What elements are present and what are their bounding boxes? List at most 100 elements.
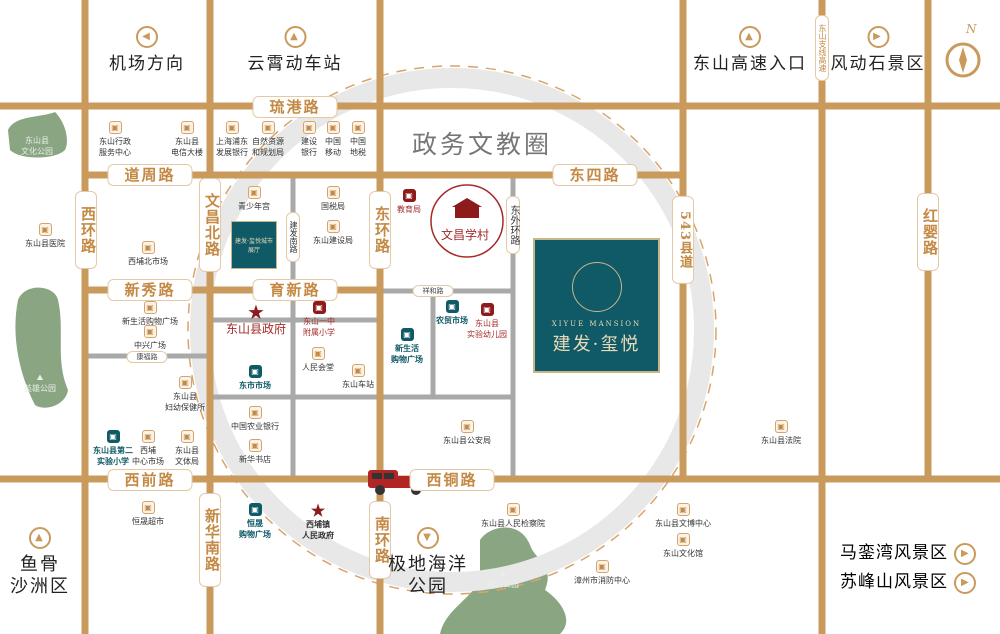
poi-icon: ▣ bbox=[595, 560, 609, 573]
poi-item[interactable]: ▣东山县妇幼保健所 bbox=[165, 376, 205, 413]
poi-item[interactable]: ▣中国地税 bbox=[350, 121, 366, 158]
poi-item[interactable]: ▣上海浦东发展银行 bbox=[216, 121, 248, 158]
poi-item[interactable]: ▣农贸市场 bbox=[436, 300, 468, 326]
poi-label: 中国农业银行 bbox=[231, 422, 279, 431]
poi-item[interactable]: ▣漳州市消防中心 bbox=[574, 560, 630, 586]
showroom-card[interactable]: 建发·玺悦城市展厅 bbox=[231, 221, 277, 269]
poi-item[interactable]: ▣西埔中心市场 bbox=[132, 430, 164, 467]
poi-label: 国税局 bbox=[321, 202, 345, 211]
poi-item[interactable]: ▣青少年宫 bbox=[238, 186, 270, 212]
poi-item[interactable]: ▣新生活购物广场 bbox=[391, 328, 423, 365]
poi-item[interactable]: ▣ 东山县法院 bbox=[761, 420, 801, 446]
poi-icon: ▣ bbox=[326, 186, 340, 199]
poi-icon: ▣ bbox=[106, 430, 120, 443]
poi-label: 东山县法院 bbox=[761, 436, 801, 445]
poi-label: 服务中心 bbox=[99, 148, 131, 157]
poi-label: 教育局 bbox=[397, 205, 421, 214]
poi-item[interactable]: ▣ 东山一中附属小学 bbox=[303, 301, 335, 338]
poi-item[interactable]: ▣东山县医院 bbox=[25, 223, 65, 249]
poi-label: 东山县人民检察院 bbox=[481, 519, 545, 528]
poi-item[interactable]: ▣恒晟购物广场 bbox=[239, 503, 271, 540]
poi-item[interactable]: ▣东山车站 bbox=[342, 364, 374, 390]
poi-item[interactable]: ▣东山文化馆 bbox=[663, 533, 703, 559]
poi-icon: ▣ bbox=[225, 121, 239, 134]
dir-airport[interactable]: ◀机场方向 bbox=[109, 26, 185, 75]
poi-item[interactable]: ▣东山县电信大楼 bbox=[171, 121, 203, 158]
dir-maluanwan[interactable]: 马銮湾风景区 ▶ bbox=[840, 538, 977, 565]
dir-sufengshan[interactable]: 苏峰山风景区 ▶ bbox=[840, 567, 977, 594]
road-xianghe: 祥和路 bbox=[412, 285, 454, 297]
poi-icon: ▣ bbox=[178, 376, 192, 389]
arrow-up-icon: ▲ bbox=[739, 26, 761, 48]
road-yuxin: 育新路 bbox=[252, 279, 338, 301]
poi-item[interactable]: ▣中国农业银行 bbox=[231, 406, 279, 432]
town-government[interactable]: ★西埔镇人民政府 bbox=[302, 501, 334, 541]
poi-label: 西埔北市场 bbox=[128, 257, 168, 266]
poi-label: 附属小学 bbox=[303, 328, 335, 337]
project-logo-icon bbox=[571, 262, 622, 312]
poi-item[interactable]: ▣自然资源和规划局 bbox=[252, 121, 284, 158]
poi-item[interactable]: ▣东山县实验幼儿园 bbox=[467, 303, 507, 340]
park-yingxiong bbox=[15, 287, 68, 408]
poi-label: 中国 bbox=[325, 137, 341, 146]
poi-item[interactable]: ▣人民会堂 bbox=[302, 347, 334, 373]
park-wenhua bbox=[8, 112, 67, 158]
poi-label: 东山县文博中心 bbox=[655, 519, 711, 528]
poi-icon: ▣ bbox=[351, 364, 365, 377]
poi-item[interactable]: ▣东市市场 bbox=[239, 365, 271, 391]
poi-item[interactable]: ▣中国移动 bbox=[325, 121, 341, 158]
poi-item[interactable]: ▣教育局 bbox=[397, 189, 421, 215]
dir-expressway-entrance[interactable]: ▲东山高速入口 bbox=[693, 26, 807, 75]
dir-yunxiao-station[interactable]: ▲云霄动车站 bbox=[248, 26, 343, 75]
poi-label: 东山县医院 bbox=[25, 239, 65, 248]
road-dongwaihuan: 东外环路 bbox=[506, 196, 520, 254]
star-icon: ★ bbox=[247, 300, 265, 324]
poi-icon: ▣ bbox=[400, 328, 414, 341]
poi-item[interactable]: ▣新华书店 bbox=[239, 439, 271, 465]
poi-item[interactable]: ▣ 东山县人民检察院 bbox=[481, 503, 545, 529]
poi-label: 新华书店 bbox=[239, 455, 271, 464]
poi-item[interactable]: ▣东山建设局 bbox=[313, 220, 353, 246]
road-kangfu: 康福路 bbox=[126, 351, 168, 363]
poi-icon: ▣ bbox=[676, 503, 690, 516]
poi-item[interactable]: ▣新生活购物广场 bbox=[122, 301, 178, 327]
project-en: XIYUE MANSION bbox=[551, 320, 642, 328]
poi-item[interactable]: ▣西埔北市场 bbox=[128, 241, 168, 267]
dir-fengdongshi[interactable]: ▶风动石景区 bbox=[831, 26, 926, 75]
project-cn: 建发·玺悦 bbox=[552, 334, 641, 355]
poi-icon: ▣ bbox=[506, 503, 520, 516]
poi-item[interactable]: ▣恒晟超市 bbox=[132, 501, 164, 527]
poi-icon: ▣ bbox=[312, 301, 326, 314]
poi-label: 东市市场 bbox=[239, 380, 271, 390]
poi-item[interactable]: ▣中兴广场 bbox=[134, 325, 166, 351]
poi-label: 东山县 bbox=[475, 319, 499, 328]
project-card[interactable]: XIYUE MANSION 建发·玺悦 bbox=[533, 238, 660, 373]
poi-item[interactable]: ▣东山县公安局 bbox=[443, 420, 491, 446]
road-wenchangbei: 文昌北路 bbox=[199, 178, 221, 272]
poi-icon: ▣ bbox=[774, 420, 788, 433]
poi-item[interactable]: ▣建设银行 bbox=[301, 121, 317, 158]
poi-item[interactable]: ▣ 东山县文博中心 bbox=[655, 503, 711, 529]
poi-item[interactable]: ▣ 国税局 bbox=[321, 186, 345, 212]
poi-icon: ▣ bbox=[445, 300, 459, 313]
poi-icon: ▣ bbox=[311, 347, 325, 360]
zone-title: 政务文教圈 bbox=[412, 130, 553, 159]
poi-label: 东山一中 bbox=[303, 317, 335, 326]
poi-icon: ▣ bbox=[248, 503, 262, 516]
poi-label: 自然资源 bbox=[252, 137, 284, 146]
dir-yugu[interactable]: ▲鱼骨沙洲区 bbox=[10, 527, 70, 598]
mountain-icon: ⛰ bbox=[499, 569, 507, 578]
poi-item[interactable]: ▣东山县第二实验小学 bbox=[93, 430, 133, 467]
dir-polar-ocean-park[interactable]: ▼极地海洋公园 bbox=[388, 527, 468, 598]
poi-label: 东山县 bbox=[175, 137, 199, 146]
poi-label: 实验幼儿园 bbox=[467, 330, 507, 339]
county-government[interactable]: ★东山县政府 bbox=[225, 300, 287, 336]
poi-item[interactable]: ▣东山县文体局 bbox=[175, 430, 199, 467]
poi-item[interactable]: ▣东山行政服务中心 bbox=[99, 121, 131, 158]
poi-icon: ▣ bbox=[326, 220, 340, 233]
poi-icon: ▣ bbox=[676, 533, 690, 546]
star-icon: ★ bbox=[310, 501, 326, 520]
poi-label: 购物广场 bbox=[391, 354, 423, 364]
poi-label: 东山县 bbox=[175, 446, 199, 455]
poi-icon: ▣ bbox=[108, 121, 122, 134]
